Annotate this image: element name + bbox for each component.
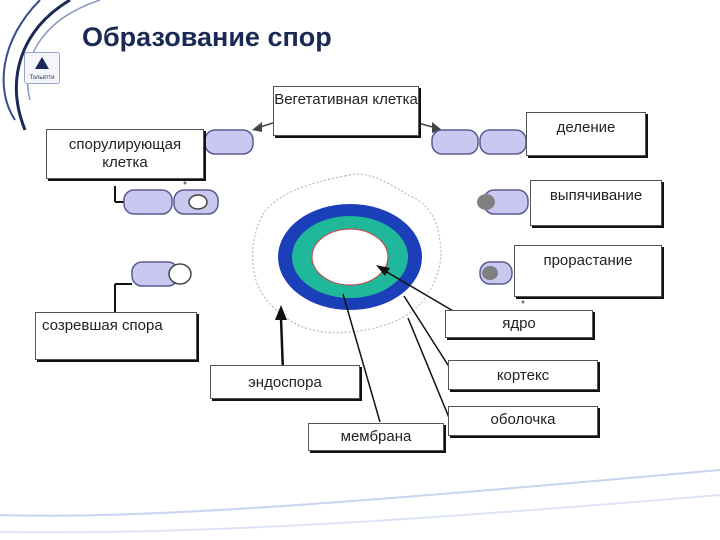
logo-mark-icon — [35, 57, 49, 69]
label-division: деление — [526, 112, 646, 156]
logo-text: Тольятти — [29, 75, 55, 81]
pointer-line — [407, 317, 451, 421]
forespore-cell-left — [123, 189, 173, 215]
label-endospore-text: эндоспора — [248, 374, 322, 391]
label-endospore: эндоспора — [210, 365, 360, 399]
label-vegetative: Вегетативная клетка — [273, 86, 419, 136]
mature-spore — [168, 263, 192, 285]
label-shell-text: оболочка — [490, 411, 556, 428]
pointer-arrowhead-icon — [275, 305, 287, 320]
arrowhead-left-icon — [252, 122, 262, 132]
label-sporulating: спорулирующая клетка — [46, 129, 204, 179]
spore-core — [312, 229, 388, 285]
sporulating-cell — [204, 129, 254, 155]
label-cortex: кортекс — [448, 360, 598, 390]
label-germination: прорастание — [514, 245, 662, 297]
label-mature-spore-text: созревшая спора — [42, 317, 163, 334]
pointer-arrowhead-icon — [376, 265, 390, 276]
label-nucleus-text: ядро — [502, 315, 536, 332]
label-nucleus: ядро — [445, 310, 593, 338]
label-sporulating-text: спорулирующая клетка — [68, 136, 182, 171]
pointer-line — [403, 295, 456, 377]
label-mature-spore: созревшая спора — [35, 312, 197, 360]
label-membrane: мембрана — [308, 423, 444, 451]
spore-core-outline — [311, 228, 389, 286]
page-title: Образование спор — [82, 22, 332, 52]
label-membrane-text: мембрана — [340, 428, 412, 445]
exosporium-outline — [252, 173, 442, 334]
label-budding-text: выпячивание — [549, 187, 643, 204]
label-division-text: деление — [556, 119, 616, 136]
budding-spore — [477, 194, 495, 210]
germination-spore — [482, 266, 498, 280]
division-cell-left — [431, 129, 479, 155]
dot-mark — [183, 181, 187, 185]
label-vegetative-text: Вегетативная клетка — [274, 91, 418, 108]
forespore — [188, 194, 208, 210]
dot-mark — [521, 300, 525, 304]
label-shell: оболочка — [448, 406, 598, 436]
pointer-line — [279, 317, 285, 373]
label-cortex-text: кортекс — [496, 367, 550, 384]
division-cell-right — [479, 129, 527, 155]
logo: Тольятти — [24, 52, 60, 84]
pointer-line — [342, 293, 381, 423]
label-germination-text: прорастание — [543, 252, 633, 269]
pointer-line — [379, 267, 461, 316]
label-budding: выпячивание — [530, 180, 662, 226]
